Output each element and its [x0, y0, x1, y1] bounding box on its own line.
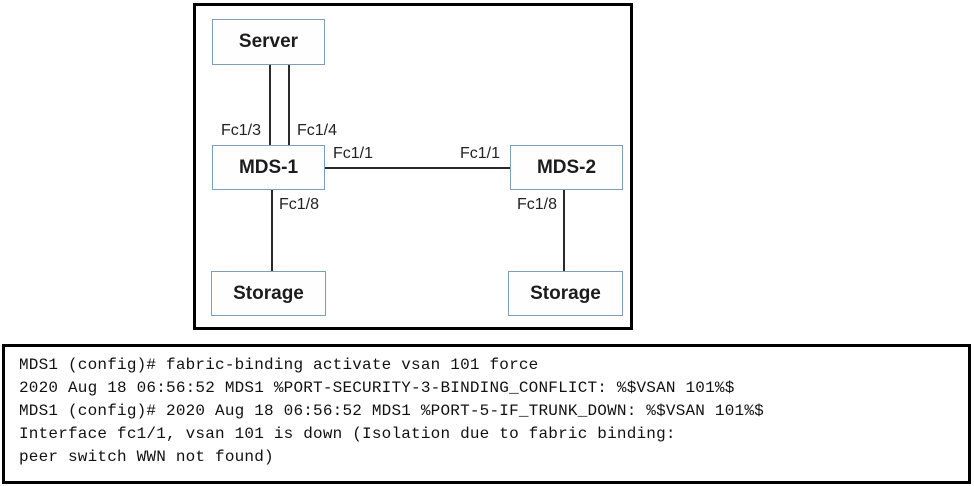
- port-label-fc1-3: Fc1/3: [221, 122, 262, 139]
- node-storage-right: Storage: [508, 271, 623, 316]
- node-mds1: MDS-1: [212, 145, 325, 190]
- port-label-fc1-1-mds1: Fc1/1: [333, 145, 374, 162]
- console-line-interface-down: Interface fc1/1, vsan 101 is down (Isola…: [19, 425, 676, 443]
- link-mds1-to-storage: [271, 190, 273, 271]
- topology-diagram-frame: Server MDS-1 MDS-2 Storage Storage Fc1/3…: [193, 3, 633, 330]
- port-label-fc1-8-mds1: Fc1/8: [279, 196, 320, 213]
- node-mds2: MDS-2: [510, 145, 623, 190]
- console-line-binding-conflict: 2020 Aug 18 06:56:52 MDS1 %PORT-SECURITY…: [19, 379, 735, 397]
- port-label-fc1-1-mds2: Fc1/1: [460, 145, 501, 162]
- node-mds2-label: MDS-2: [536, 156, 597, 178]
- port-label-fc1-8-mds2: Fc1/8: [517, 196, 558, 213]
- console-line-command: MDS1 (config)# fabric-binding activate v…: [19, 356, 539, 374]
- port-label-fc1-4: Fc1/4: [297, 122, 338, 139]
- node-server: Server: [212, 19, 325, 65]
- node-server-label: Server: [238, 31, 299, 52]
- node-storage-left: Storage: [211, 271, 326, 316]
- link-server-to-mds1-fc13: [269, 65, 271, 145]
- node-mds1-label: MDS-1: [238, 156, 299, 178]
- link-mds1-to-mds2: [325, 167, 510, 169]
- console-output-box: MDS1 (config)# fabric-binding activate v…: [2, 344, 971, 484]
- link-mds2-to-storage: [563, 190, 565, 271]
- link-server-to-mds1-fc14: [288, 65, 290, 145]
- console-line-peer-wwn: peer switch WWN not found): [19, 448, 274, 466]
- console-line-trunk-down: MDS1 (config)# 2020 Aug 18 06:56:52 MDS1…: [19, 402, 764, 420]
- node-storage-right-label: Storage: [530, 282, 601, 304]
- node-storage-left-label: Storage: [233, 282, 304, 304]
